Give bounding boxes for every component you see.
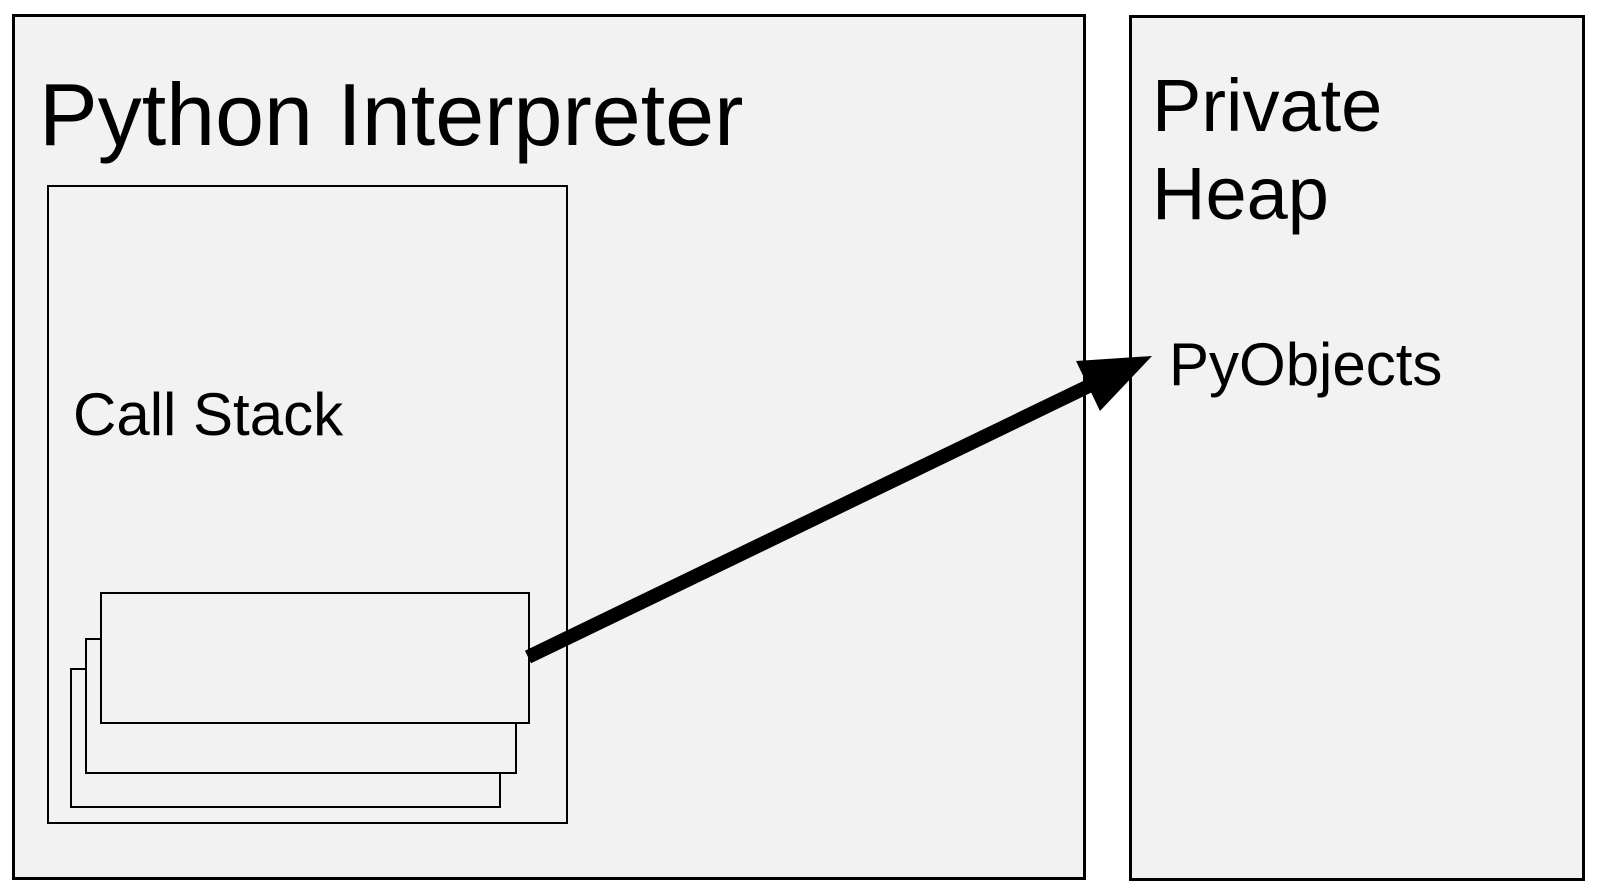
private-heap-title: Private Heap [1152, 64, 1383, 236]
stack-frame-front [100, 592, 530, 724]
call-stack-box: Call Stack [47, 185, 568, 824]
python-interpreter-title: Python Interpreter [39, 65, 744, 164]
private-heap-box: Private Heap PyObjects [1129, 15, 1585, 881]
pyobjects-label: PyObjects [1169, 331, 1443, 398]
python-interpreter-box: Python Interpreter Call Stack [12, 14, 1086, 880]
call-stack-label: Call Stack [73, 381, 344, 448]
